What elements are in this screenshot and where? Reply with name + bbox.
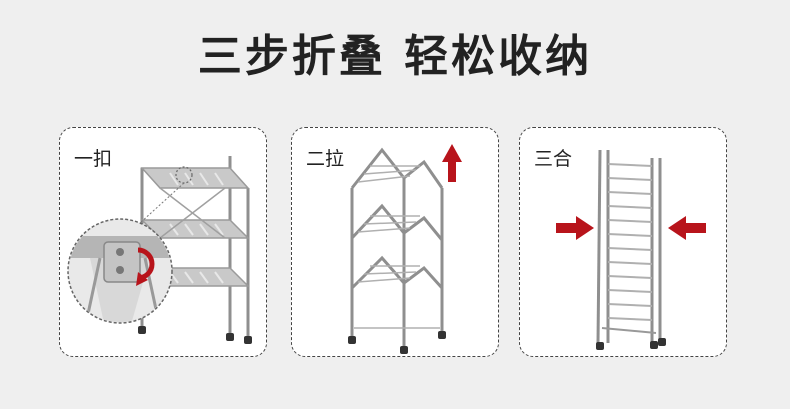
step-label: 三合 <box>534 148 573 170</box>
page-title: 三步折叠 轻松收纳 <box>197 31 593 82</box>
rack-clip-illustration <box>67 156 252 344</box>
rack-folded-illustration <box>596 149 666 350</box>
step-card-pull: 二拉 <box>291 127 499 357</box>
step-label: 二拉 <box>306 148 345 170</box>
step-card-close: 三合 <box>519 127 727 357</box>
rack-pull-illustration <box>348 147 446 354</box>
step-label: 一扣 <box>74 148 113 170</box>
step-card-clip: 一扣 <box>59 127 267 357</box>
